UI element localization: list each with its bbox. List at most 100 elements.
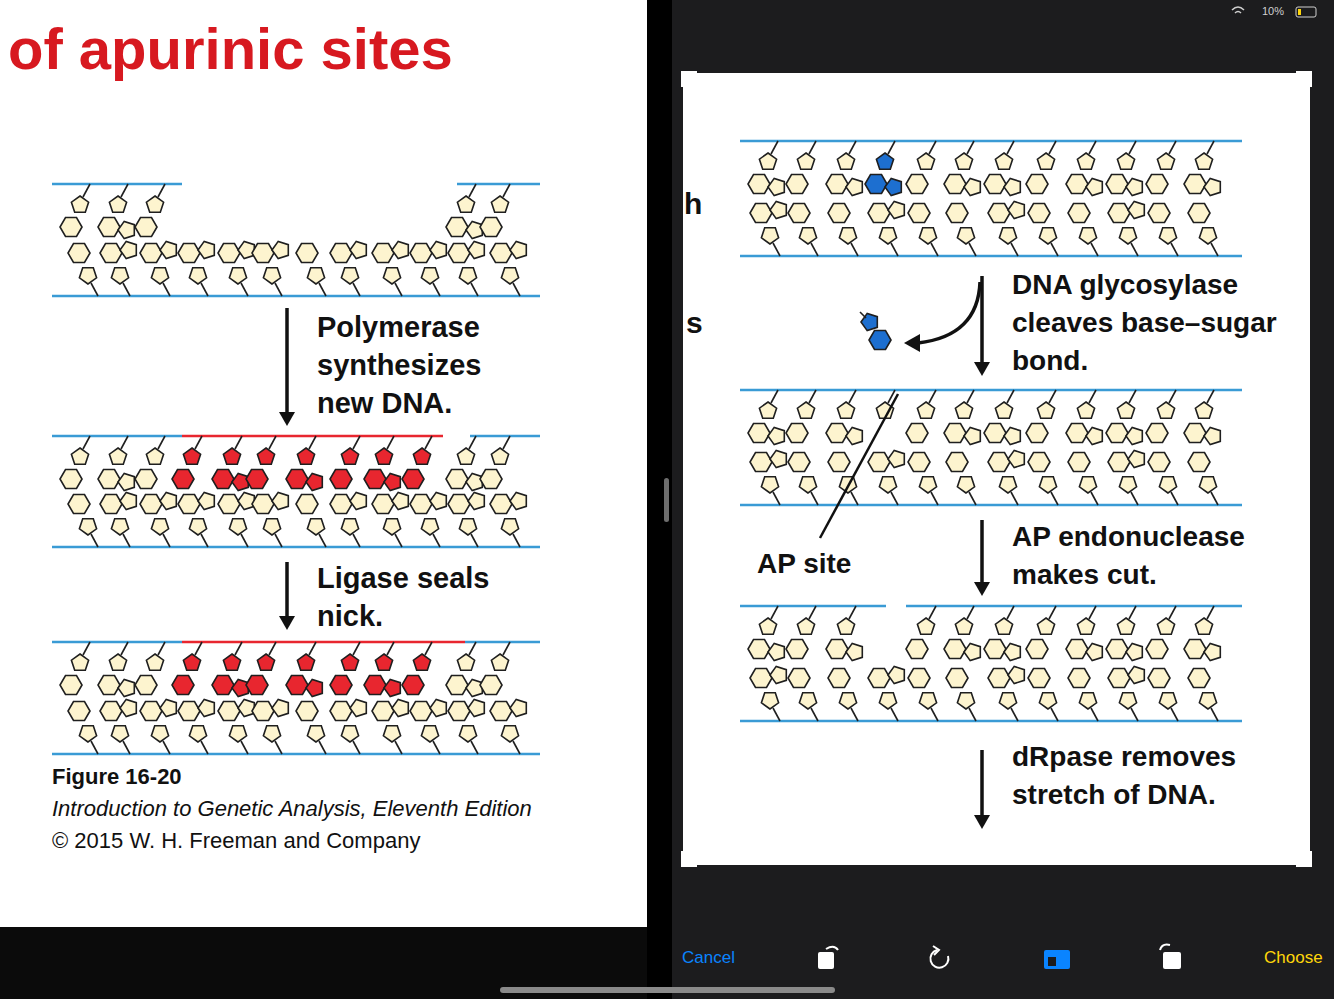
sugar-bond	[387, 642, 394, 655]
sugar-bond	[849, 606, 856, 619]
base-hexagon	[868, 204, 890, 223]
base-hexagon	[906, 640, 928, 659]
crop-corner	[1296, 851, 1310, 865]
sugar-pentagon	[1117, 153, 1134, 169]
sugar-bond	[1169, 141, 1176, 154]
sugar-bond	[158, 184, 165, 197]
base-hexagon	[1066, 424, 1088, 443]
sugar-bond	[353, 283, 360, 296]
step-label: Polymerase synthesizes new DNA.	[317, 308, 507, 422]
toolbar-button: Choose	[1264, 948, 1330, 968]
sugar-bond	[888, 141, 895, 154]
backbone-line	[182, 641, 465, 644]
sugar-pentagon	[761, 693, 778, 709]
base-hexagon	[788, 669, 810, 688]
sugar-pentagon	[1119, 477, 1136, 493]
site-label: AP site	[757, 547, 897, 581]
sugar-bond	[809, 606, 816, 619]
base-pentagon	[1008, 201, 1024, 218]
base-hexagon	[906, 175, 928, 194]
sugar-bond	[513, 741, 520, 754]
sugar-bond	[967, 141, 974, 154]
aspect-icon	[1048, 957, 1056, 966]
sugar-bond	[1171, 492, 1178, 505]
base-pentagon	[1204, 427, 1220, 444]
page-title: of apurinic sites	[8, 14, 608, 84]
sugar-bond	[433, 283, 440, 296]
sugar-pentagon	[383, 268, 400, 284]
base-hexagon	[246, 470, 268, 489]
sugar-pentagon	[1199, 228, 1216, 244]
home-indicator	[500, 987, 835, 993]
sugar-pentagon	[799, 477, 816, 493]
sugar-bond	[771, 606, 778, 619]
sugar-pentagon	[759, 618, 776, 634]
sugar-pentagon	[223, 448, 240, 464]
flip-icon	[818, 952, 834, 969]
sugar-bond	[123, 741, 130, 754]
sugar-bond	[851, 243, 858, 256]
sugar-bond	[319, 283, 326, 296]
base-hexagon	[748, 640, 770, 659]
sugar-pentagon	[999, 477, 1016, 493]
base-hexagon	[448, 244, 470, 263]
sugar-pentagon	[837, 402, 854, 418]
sugar-bond	[275, 534, 282, 547]
backbone-line	[52, 546, 540, 549]
sugar-pentagon	[761, 477, 778, 493]
base-hexagon	[246, 676, 268, 695]
base-hexagon	[1146, 175, 1168, 194]
base-hexagon	[786, 640, 808, 659]
base-hexagon	[296, 244, 318, 263]
sugar-bond	[433, 741, 440, 754]
sugar-bond	[395, 741, 402, 754]
base-pentagon	[846, 178, 862, 195]
sugar-pentagon	[146, 654, 163, 670]
sugar-pentagon	[79, 726, 96, 742]
sugar-pentagon	[79, 268, 96, 284]
base-hexagon	[178, 702, 200, 721]
step-label: dRpase removes stretch of DNA.	[1012, 738, 1312, 814]
sugar-bond	[163, 741, 170, 754]
base-pentagon	[350, 492, 366, 509]
sugar-bond	[163, 283, 170, 296]
sugar-bond	[1007, 141, 1014, 154]
base-hexagon	[178, 495, 200, 514]
base-hexagon	[1108, 204, 1130, 223]
sugar-pentagon	[229, 268, 246, 284]
base-hexagon	[748, 175, 770, 194]
sugar-bond	[851, 708, 858, 721]
sugar-pentagon	[341, 448, 358, 464]
sugar-pentagon	[297, 448, 314, 464]
sugar-pentagon	[1039, 477, 1056, 493]
base-hexagon	[372, 244, 394, 263]
sugar-bond	[163, 534, 170, 547]
base-pentagon	[120, 492, 136, 509]
sugar-bond	[91, 534, 98, 547]
sugar-pentagon	[189, 726, 206, 742]
base-hexagon	[750, 204, 772, 223]
base-hexagon	[98, 218, 120, 237]
sugar-pentagon	[1157, 153, 1174, 169]
base-hexagon	[788, 453, 810, 472]
sugar-bond	[1131, 243, 1138, 256]
sugar-bond	[773, 492, 780, 505]
base-hexagon	[490, 495, 512, 514]
base-hexagon	[1066, 175, 1088, 194]
sugar-pentagon	[413, 448, 430, 464]
sugar-pentagon	[879, 228, 896, 244]
sugar-bond	[123, 283, 130, 296]
base-hexagon	[68, 702, 90, 721]
sugar-pentagon	[1159, 228, 1176, 244]
sugar-bond	[201, 534, 208, 547]
sugar-pentagon	[1195, 402, 1212, 418]
base-hexagon	[68, 495, 90, 514]
base-pentagon	[384, 473, 400, 490]
sugar-bond	[513, 534, 520, 547]
base-hexagon	[988, 453, 1010, 472]
sugar-bond	[1007, 390, 1014, 403]
base-hexagon	[364, 676, 386, 695]
sugar-pentagon	[1077, 618, 1094, 634]
base-hexagon	[172, 470, 194, 489]
base-hexagon	[410, 244, 432, 263]
